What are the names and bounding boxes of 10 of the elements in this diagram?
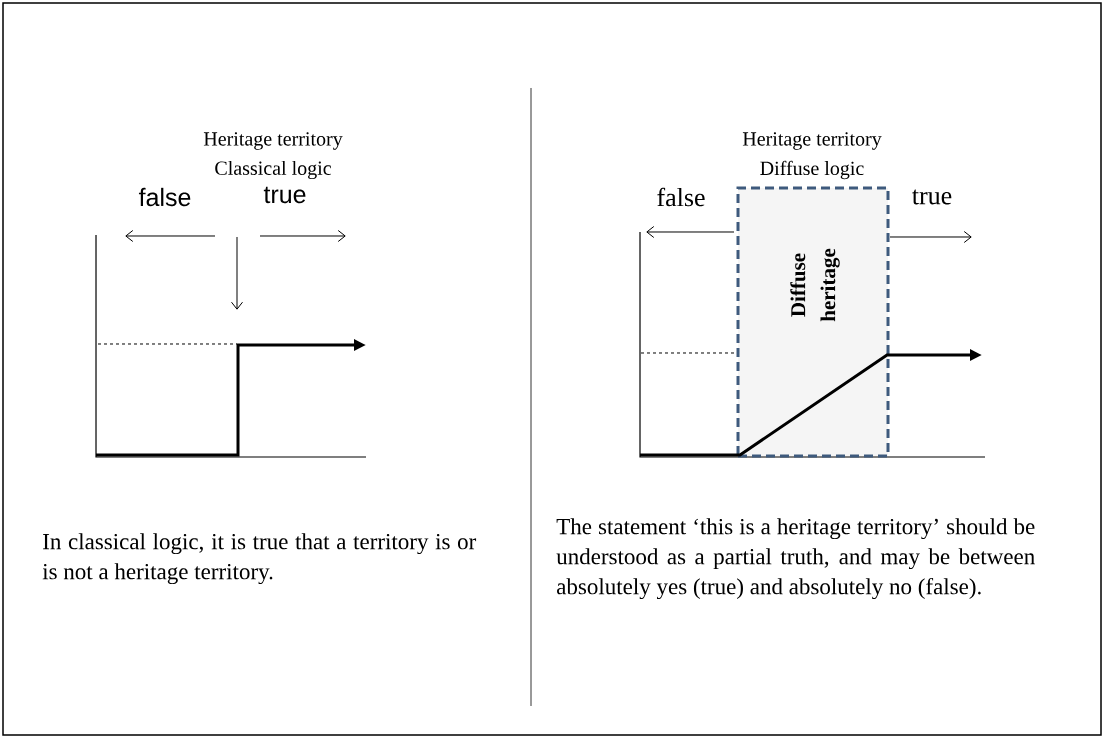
dashed-box: Diffuse heritage — [736, 186, 890, 458]
axis-label: true — [263, 186, 306, 204]
axis-label: true — [912, 189, 952, 205]
panel-title: Classical logic — [215, 160, 331, 180]
axis-label: false — [657, 187, 705, 207]
description: The statement ‘this is a heritage territory’ should be understood as a partial truth, and may be between absolutely yes (true) and absolutely no (false). — [556, 518, 1035, 600]
description: In classical logic, it is true that a territory is or is not a heritage territory. — [42, 533, 477, 585]
axis-label: false — [138, 187, 191, 207]
panel-title: Heritage territory — [742, 132, 882, 150]
panel-title: Heritage territory — [203, 132, 343, 150]
